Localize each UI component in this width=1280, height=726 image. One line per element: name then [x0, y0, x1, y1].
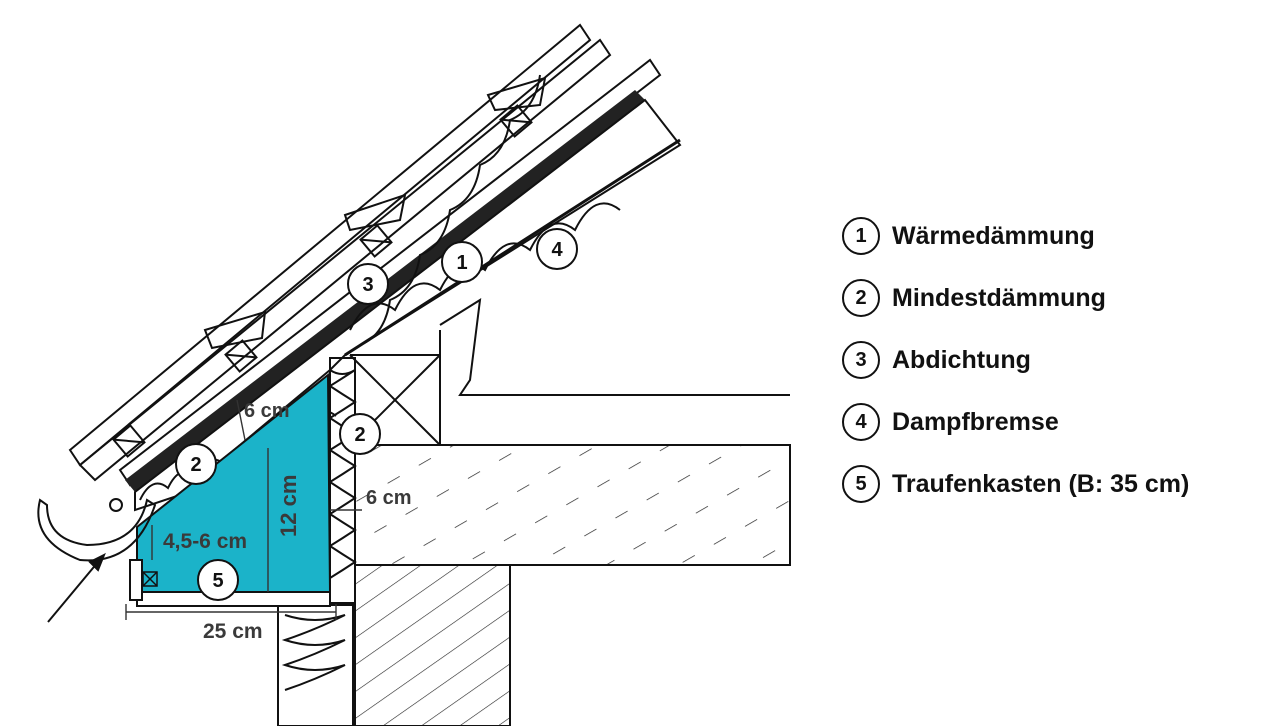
gutter [37, 498, 157, 562]
svg-text:4: 4 [551, 239, 563, 261]
concrete-slab [354, 444, 791, 566]
dim-top-insulation: 6 cm [244, 400, 290, 422]
marker-3: 3 [347, 263, 389, 305]
legend-item-5: 5 Traufenkasten (B: 35 cm) [842, 453, 1262, 515]
masonry-wall [354, 564, 511, 726]
legend: 1 Wärmedämmung 2 Mindestdämmung 3 Abdich… [842, 205, 1262, 515]
vapour-barrier [344, 138, 681, 357]
dim-eave-height: 12 cm [276, 475, 301, 537]
legend-label: Wärmedämmung [892, 221, 1095, 250]
legend-item-4: 4 Dampfbremse [842, 391, 1262, 453]
svg-text:2: 2 [190, 454, 201, 476]
marker-5: 5 [197, 559, 239, 601]
legend-label: Traufenkasten (B: 35 cm) [892, 469, 1190, 498]
legend-number: 3 [842, 341, 880, 379]
legend-number: 1 [842, 217, 880, 255]
svg-text:2: 2 [354, 424, 365, 446]
marker-4: 4 [536, 228, 578, 270]
marker-2-wall: 2 [339, 413, 381, 455]
dim-wall-insulation: 6 cm [366, 487, 412, 509]
legend-number: 2 [842, 279, 880, 317]
legend-label: Dampfbremse [892, 407, 1059, 436]
svg-text:3: 3 [362, 274, 373, 296]
legend-item-3: 3 Abdichtung [842, 329, 1262, 391]
legend-label: Mindestdämmung [892, 283, 1106, 312]
airflow-arrow [47, 552, 106, 623]
marker-2-rafter: 2 [175, 443, 217, 485]
dim-eave-width: 25 cm [203, 620, 263, 643]
svg-text:1: 1 [456, 252, 467, 274]
legend-label: Abdichtung [892, 345, 1031, 374]
dimension-lines [125, 399, 362, 620]
roof-tiles [68, 23, 662, 487]
legend-item-2: 2 Mindestdämmung [842, 267, 1262, 329]
marker-1: 1 [441, 241, 483, 283]
dim-eave-min: 4,5-6 cm [163, 530, 247, 553]
gutter-bead-icon [109, 498, 123, 512]
legend-item-1: 1 Wärmedämmung [842, 205, 1262, 267]
ceiling-structure [349, 298, 790, 446]
eave-box-front [129, 559, 143, 601]
legend-number: 5 [842, 465, 880, 503]
eave-box-soffit [136, 591, 331, 607]
legend-number: 4 [842, 403, 880, 441]
svg-text:5: 5 [212, 570, 223, 592]
eave-vent-icon [142, 571, 158, 587]
